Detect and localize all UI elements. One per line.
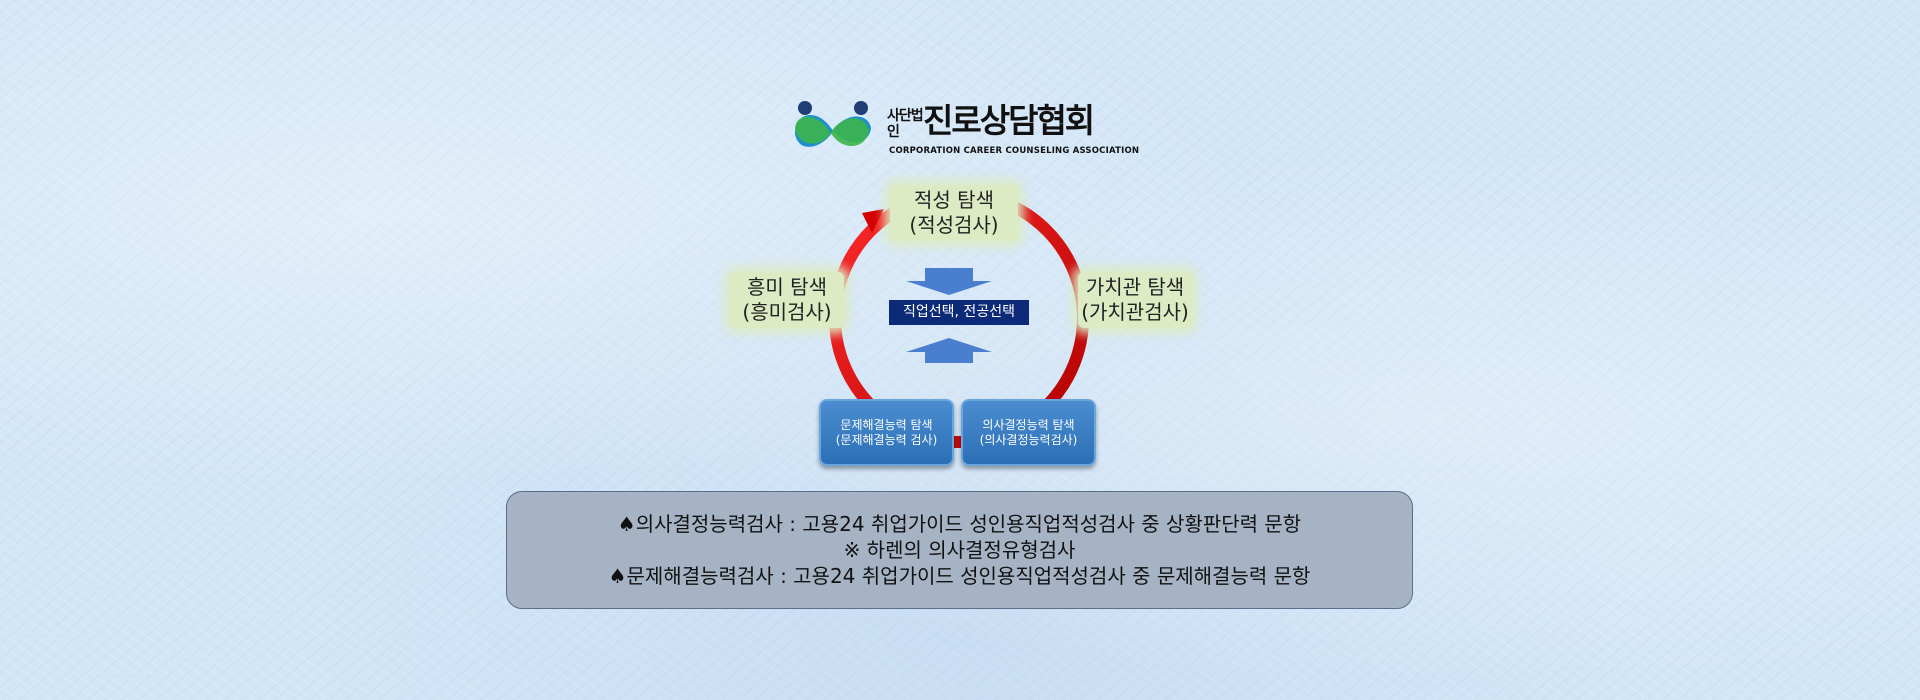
notes-box: ♠의사결정능력검사 : 고용24 취업가이드 성인용직업적성검사 중 상황판단력…	[506, 491, 1413, 609]
stage-decision-making: 의사결정능력 탐색 (의사결정능력검사)	[961, 399, 1096, 466]
note-problem-test: ♠문제해결능력검사 : 고용24 취업가이드 성인용직업적성검사 중 문제해결능…	[608, 564, 1311, 588]
stage-problem-solving: 문제해결능력 탐색 (문제해결능력 검사)	[819, 399, 954, 466]
note-decision-test: ♠의사결정능력검사 : 고용24 취업가이드 성인용직업적성검사 중 상황판단력…	[617, 512, 1302, 536]
center-label: 직업선택, 전공선택	[889, 300, 1029, 325]
stage-decision-making-subtitle: (의사결정능력검사)	[979, 432, 1078, 447]
association-logo: 사단법인 진로상담협회 CORPORATION CAREER COUNSELIN…	[787, 98, 1140, 162]
stage-aptitude-title: 적성 탐색	[914, 188, 994, 212]
stage-interest-subtitle: (흥미검사)	[742, 300, 832, 324]
stage-interest: 흥미 탐색 (흥미검사)	[730, 272, 844, 328]
stage-values-subtitle: (가치관검사)	[1081, 300, 1189, 324]
stage-values-title: 가치관 탐색	[1085, 275, 1185, 299]
cycle-arrowhead-icon	[862, 209, 884, 233]
logo-corp-type: 사단법인	[887, 108, 924, 140]
logo-subtitle: CORPORATION CAREER COUNSELING ASSOCIATIO…	[889, 146, 1140, 156]
stage-interest-title: 흥미 탐색	[747, 275, 827, 299]
stage-values: 가치관 탐색 (가치관검사)	[1078, 272, 1192, 328]
logo-name: 진로상담협회	[923, 101, 1095, 140]
stage-aptitude: 적성 탐색 (적성검사)	[890, 185, 1018, 241]
stage-problem-solving-title: 문제해결능력 탐색	[840, 417, 933, 432]
stage-decision-making-title: 의사결정능력 탐색	[982, 417, 1075, 432]
down-arrow-icon	[906, 268, 992, 295]
note-harren-test: ※ 하렌의 의사결정유형검사	[843, 538, 1076, 562]
logo-emblem-icon	[795, 101, 871, 147]
stage-aptitude-subtitle: (적성검사)	[909, 213, 999, 237]
up-arrow-icon	[906, 338, 992, 363]
stage-problem-solving-subtitle: (문제해결능력 검사)	[835, 432, 938, 447]
